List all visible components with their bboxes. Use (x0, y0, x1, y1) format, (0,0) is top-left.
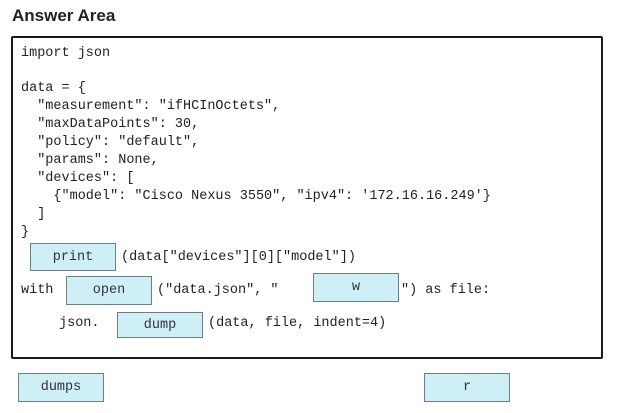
code-line-import: import json (21, 46, 111, 61)
code-line-data-close: } (21, 225, 30, 240)
answer-area-title: Answer Area (12, 6, 116, 25)
code-line-policy: "policy": "default", (21, 135, 200, 150)
code-line-print-rest: (data["devices"][0]["model"]) (121, 250, 356, 265)
code-line-device-entry: {"model": "Cisco Nexus 3550", "ipv4": '1… (21, 189, 491, 204)
answer-area-box: import json data = { "measurement": "ifH… (11, 36, 603, 359)
dump-drop-slot[interactable]: dump (117, 312, 203, 338)
r-choice-chip[interactable]: r (424, 373, 510, 402)
code-line-devices: "devices": [ (21, 171, 135, 186)
mode-drop-slot[interactable]: w (313, 273, 399, 302)
code-line-mode-rest: ") as file: (401, 283, 491, 298)
print-drop-slot[interactable]: print (30, 243, 116, 271)
code-with-keyword: with (21, 283, 54, 298)
code-line-data-open: data = { (21, 81, 86, 96)
code-line-maxdatapoints: "maxDataPoints": 30, (21, 117, 200, 132)
code-line-dump-rest: (data, file, indent=4) (208, 316, 387, 331)
code-line-measurement: "measurement": "ifHCInOctets", (21, 99, 281, 114)
code-line-params: "params": None, (21, 153, 159, 168)
code-json-prefix: json. (59, 316, 100, 331)
dumps-choice-chip[interactable]: dumps (18, 373, 104, 402)
open-drop-slot[interactable]: open (66, 276, 152, 305)
code-line-open-rest: ("data.json", " (157, 283, 279, 298)
code-line-devices-close: ] (21, 207, 46, 222)
